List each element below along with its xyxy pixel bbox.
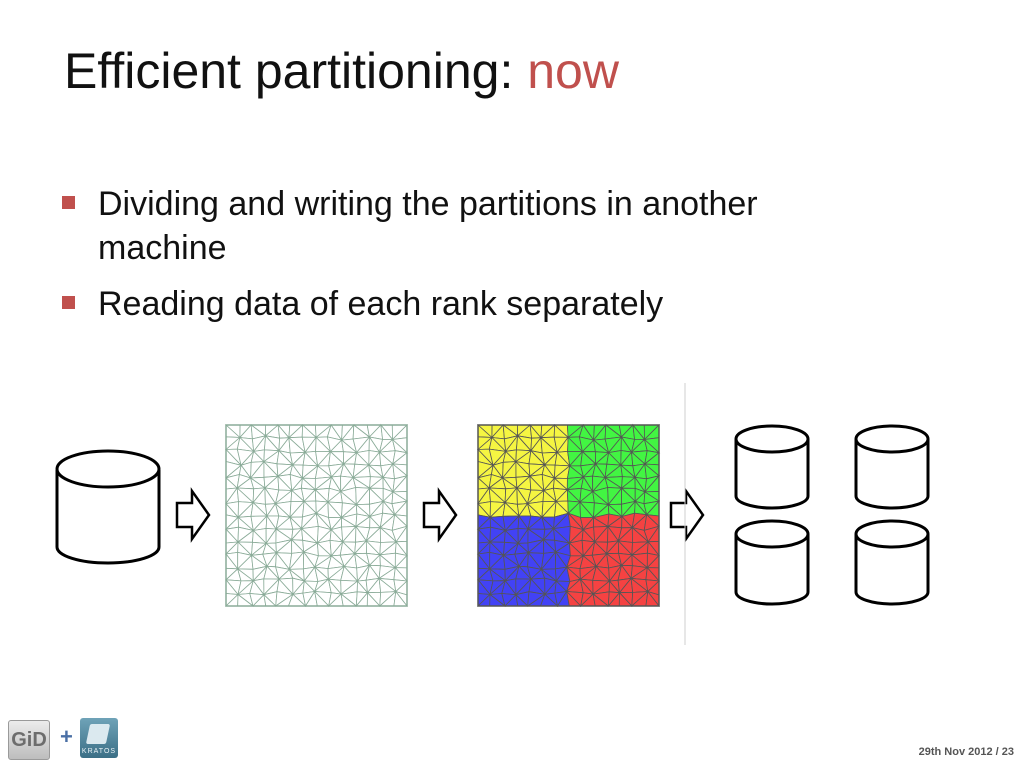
plus-sign: + xyxy=(60,724,73,749)
kratos-logo-text: KRATOS xyxy=(81,748,117,755)
bullet-marker-icon xyxy=(62,296,75,309)
database-icon xyxy=(734,519,810,606)
partitioned-mesh-icon xyxy=(476,423,661,608)
mesh-border xyxy=(477,424,660,607)
bullet-text: Reading data of each rank separately xyxy=(98,285,664,323)
mesh-border xyxy=(225,424,408,607)
bullet-item: Dividing and writing the partitions in a… xyxy=(62,182,822,270)
bullet-item: Reading data of each rank separately xyxy=(62,282,822,326)
partition-diagram xyxy=(55,383,930,645)
bullet-list: Dividing and writing the partitions in a… xyxy=(62,182,822,338)
gid-logo: GiD xyxy=(8,720,50,760)
kratos-logo: KRATOS xyxy=(80,718,118,758)
title-accent: now xyxy=(527,43,619,99)
kratos-emblem-icon xyxy=(85,724,111,744)
database-icon xyxy=(854,519,930,606)
database-icon xyxy=(854,424,930,510)
slide-title: Efficient partitioning: now xyxy=(64,44,619,99)
logo-bar: GiD + KRATOS xyxy=(8,716,118,760)
bullet-text: Dividing and writing the partitions in a… xyxy=(98,185,758,267)
title-main: Efficient partitioning: xyxy=(64,43,528,99)
arrow-right-icon xyxy=(669,487,705,543)
database-icon xyxy=(734,424,810,510)
database-icon xyxy=(55,449,161,565)
slide-footer: 29th Nov 2012 / 23 xyxy=(918,746,1014,758)
mesh-icon xyxy=(224,423,409,608)
arrow-right-icon xyxy=(175,487,211,543)
arrow-right-icon xyxy=(422,487,458,543)
bullet-marker-icon xyxy=(62,196,75,209)
